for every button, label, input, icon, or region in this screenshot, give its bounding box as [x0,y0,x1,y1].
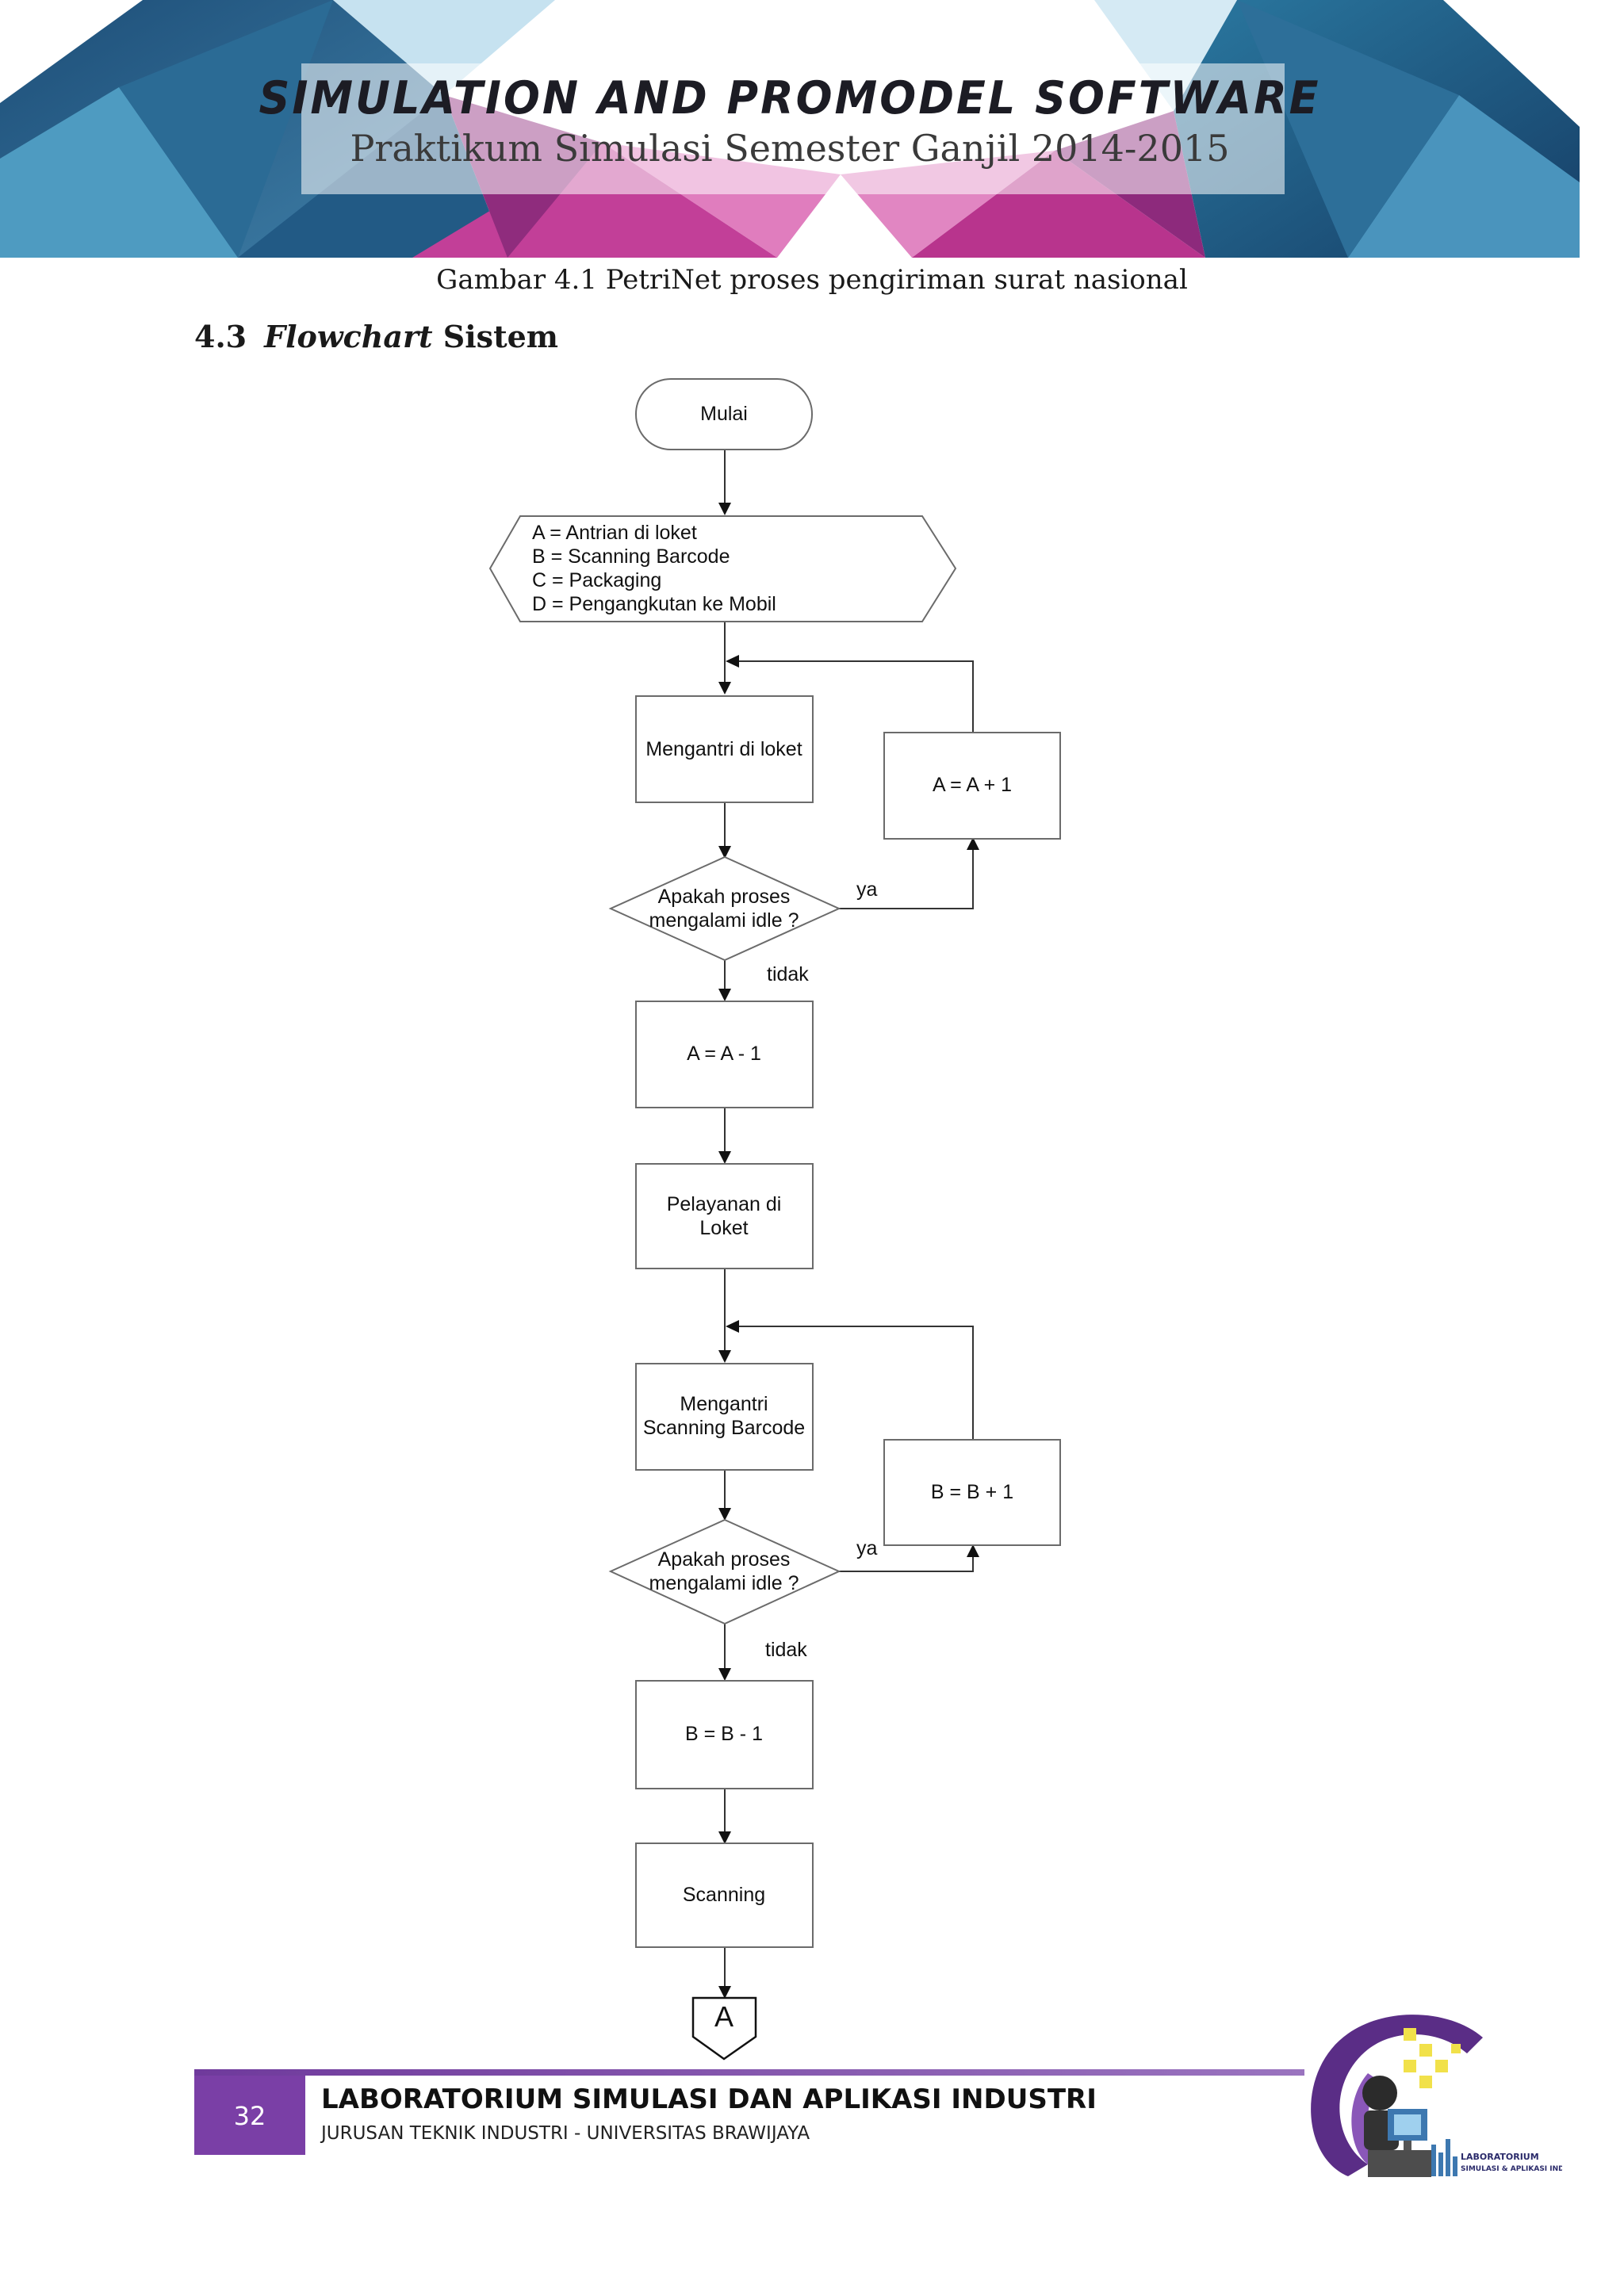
idle-decision-2: Apakah proses mengalami idle ? [608,1518,841,1625]
page-number-box: 32 [194,2076,305,2155]
decision-2-line-1: Apakah proses [658,1548,791,1571]
start-label: Mulai [700,403,748,425]
footer-title: LABORATORIUM SIMULASI DAN APLIKASI INDUS… [321,2084,1097,2115]
queue-loket-label: Mengantri di loket [645,738,802,760]
service-loket-process: Pelayanan di Loket [635,1163,814,1269]
increment-b-process: B = B + 1 [883,1439,1061,1546]
section-title-rest: Sistem [432,319,559,354]
decision-1-no-label: tidak [767,963,809,985]
decrement-b-process: B = B - 1 [635,1680,814,1789]
scanning-process: Scanning [635,1843,814,1948]
increment-a-label: A = A + 1 [933,774,1012,796]
lab-logo-text-2: SIMULASI & APLIKASI INDUSTRI [1461,2165,1562,2173]
decision-2-no-label: tidak [765,1639,807,1661]
banner-background [0,0,1580,258]
section-title-italic: Flowchart [264,319,433,354]
decrement-a-label: A = A - 1 [687,1043,761,1065]
section-number: 4.3 [194,319,247,354]
decrement-a-process: A = A - 1 [635,1001,814,1108]
page-number: 32 [233,2101,266,2131]
queue-loket-process: Mengantri di loket [635,695,814,803]
definition-a: A = Antrian di loket [532,522,697,544]
decision-1-line-2: mengalami idle ? [649,909,799,932]
banner-subtitle: Praktikum Simulasi Semester Ganjil 2014-… [350,127,1230,170]
scanning-label: Scanning [683,1884,765,1906]
connector-label: A [714,2000,733,2033]
definition-d: D = Pengangkutan ke Mobil [532,593,776,615]
lab-logo-text-1: LABORATORIUM [1461,2152,1539,2162]
decision-2-line-2: mengalami idle ? [649,1572,799,1594]
footer-divider [194,2069,1304,2076]
lab-logo: LABORATORIUM SIMULASI & APLIKASI INDUSTR… [1311,2015,1562,2177]
decision-2-yes-label: ya [856,1537,878,1559]
definitions-block: A = Antrian di loket B = Scanning Barcod… [488,515,957,622]
start-terminal: Mulai [635,378,813,450]
service-loket-line-2: Loket [699,1217,748,1239]
decrement-b-label: B = B - 1 [685,1723,763,1745]
increment-b-label: B = B + 1 [931,1481,1013,1503]
service-loket-line-1: Pelayanan di [667,1193,782,1215]
figure-caption: Gambar 4.1 PetriNet proses pengiriman su… [436,264,1188,296]
decision-1-yes-label: ya [856,878,878,901]
increment-a-process: A = A + 1 [883,732,1061,840]
banner-title: SIMULATION AND PROMODEL SOFTWARE [259,71,1321,124]
queue-scanning-process: Mengantri Scanning Barcode [635,1363,814,1471]
flowchart-arrowheads [718,503,979,1999]
flowchart-connectors [724,450,974,1992]
definition-c: C = Packaging [532,569,661,591]
header-banner: SIMULATION AND PROMODEL SOFTWARE Praktik… [0,0,1580,258]
definition-b: B = Scanning Barcode [532,545,730,568]
decision-1-line-1: Apakah proses [658,886,791,908]
idle-decision-1: Apakah proses mengalami idle ? [608,855,841,962]
queue-scanning-line-1: Mengantri [680,1393,768,1415]
offpage-connector: A [691,1996,757,2061]
section-heading: 4.3 Flowchart Sistem [194,319,558,354]
queue-scanning-line-2: Scanning Barcode [643,1417,805,1439]
footer-subtitle: JURUSAN TEKNIK INDUSTRI - UNIVERSITAS BR… [321,2123,810,2144]
